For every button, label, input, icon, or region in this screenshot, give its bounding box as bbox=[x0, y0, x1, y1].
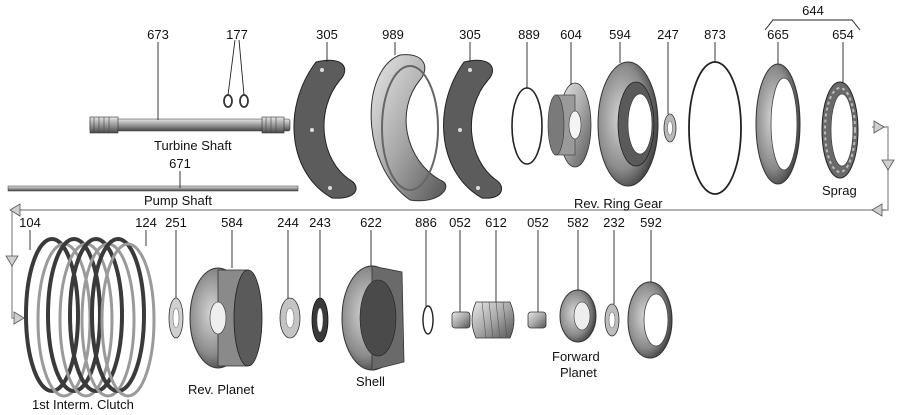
part-number: 052 bbox=[449, 215, 471, 230]
rev-ring-gear-label: Rev. Ring Gear bbox=[574, 196, 663, 211]
bracket-644 bbox=[764, 19, 861, 31]
flow-arrows bbox=[5, 120, 895, 325]
turbine-shaft bbox=[89, 116, 291, 134]
thrust-washer-251 bbox=[168, 297, 184, 339]
bearing-052-left bbox=[451, 311, 471, 329]
shell-label: Shell bbox=[356, 374, 385, 389]
snap-ring-889 bbox=[511, 87, 543, 165]
sprag-label: Sprag bbox=[822, 183, 857, 198]
snap-rings-177 bbox=[223, 94, 249, 108]
part-number: 052 bbox=[527, 215, 549, 230]
snap-ring-886 bbox=[422, 305, 434, 335]
pump-hub-604 bbox=[547, 82, 592, 168]
part-number: 612 bbox=[485, 215, 507, 230]
rev-ring-gear-594 bbox=[597, 61, 659, 187]
leader-lines-top bbox=[157, 39, 844, 188]
forward-planet-582 bbox=[559, 289, 597, 343]
gasket-305-right bbox=[443, 59, 503, 199]
arrow-right-icon bbox=[13, 311, 25, 325]
part-numbers-top: 673 177 305 989 305 889 604 594 247 873 … bbox=[147, 3, 854, 171]
part-number: 654 bbox=[832, 27, 854, 42]
turbine-shaft-label: Turbine Shaft bbox=[154, 138, 232, 153]
pump-shaft bbox=[7, 185, 299, 192]
part-number: 989 bbox=[382, 27, 404, 42]
sprag-654 bbox=[821, 81, 859, 179]
arrow-down-icon bbox=[5, 255, 19, 267]
part-number: 177 bbox=[226, 27, 248, 42]
part-numbers-bottom: 104 124 251 584 244 243 622 886 052 612 … bbox=[19, 215, 662, 230]
part-number: 665 bbox=[767, 27, 789, 42]
forward-planet-label-line1: Forward bbox=[552, 349, 600, 364]
part-number: 305 bbox=[316, 27, 338, 42]
washer-247 bbox=[663, 113, 677, 143]
leader-lines-bottom bbox=[29, 230, 652, 312]
part-labels-top: Turbine Shaft Pump Shaft Rev. Ring Gear … bbox=[144, 138, 857, 211]
pump-shaft-label: Pump Shaft bbox=[144, 193, 212, 208]
arrow-left-icon bbox=[871, 203, 883, 217]
part-number: 671 bbox=[169, 156, 191, 171]
part-number: 232 bbox=[603, 215, 625, 230]
part-number: 104 bbox=[19, 215, 41, 230]
bearing-052-right bbox=[527, 311, 547, 329]
part-number: 251 bbox=[165, 215, 187, 230]
part-number: 889 bbox=[518, 27, 540, 42]
part-number: 124 bbox=[135, 215, 157, 230]
arrow-right-icon bbox=[873, 120, 885, 134]
part-number: 582 bbox=[567, 215, 589, 230]
rev-planet-584 bbox=[189, 267, 263, 369]
part-number: 247 bbox=[657, 27, 679, 42]
part-number: 622 bbox=[360, 215, 382, 230]
rev-planet-label: Rev. Planet bbox=[188, 382, 255, 397]
part-number: 305 bbox=[459, 27, 481, 42]
part-number: 592 bbox=[640, 215, 662, 230]
washer-244 bbox=[279, 297, 301, 339]
ring-gear-592 bbox=[627, 281, 673, 359]
part-labels-bottom: 1st Interm. Clutch Rev. Planet Shell For… bbox=[32, 349, 600, 412]
race-665 bbox=[755, 63, 801, 185]
sun-gear-612 bbox=[471, 301, 515, 339]
plate-989 bbox=[370, 54, 447, 202]
part-number: 243 bbox=[309, 215, 331, 230]
clutch-pack bbox=[24, 237, 156, 398]
gasket-305-left bbox=[293, 59, 357, 199]
arrow-down-icon bbox=[881, 159, 895, 171]
part-number: 604 bbox=[560, 27, 582, 42]
snap-ring-873 bbox=[688, 61, 742, 195]
part-number: 584 bbox=[221, 215, 243, 230]
part-number: 873 bbox=[704, 27, 726, 42]
part-number: 244 bbox=[277, 215, 299, 230]
part-number: 673 bbox=[147, 27, 169, 42]
shell-622 bbox=[341, 265, 405, 371]
washer-232 bbox=[604, 303, 620, 337]
part-number: 594 bbox=[609, 27, 631, 42]
arrow-left-icon bbox=[9, 203, 21, 217]
forward-planet-label-line2: Planet bbox=[560, 365, 597, 380]
part-number: 886 bbox=[415, 215, 437, 230]
part-number: 644 bbox=[802, 3, 824, 18]
clutch-label: 1st Interm. Clutch bbox=[32, 397, 134, 412]
washer-243 bbox=[311, 297, 329, 343]
